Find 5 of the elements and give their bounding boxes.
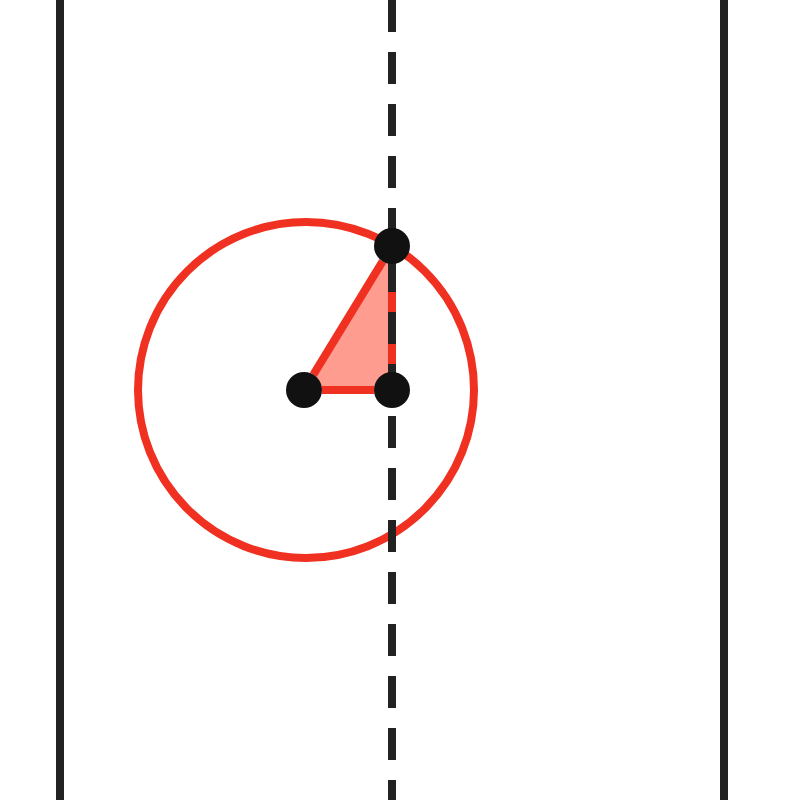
point-dot: [374, 372, 410, 408]
triangle-side: [322, 386, 374, 394]
triangle-side: [309, 259, 387, 377]
point-dot: [286, 372, 322, 408]
point-dot: [374, 228, 410, 264]
